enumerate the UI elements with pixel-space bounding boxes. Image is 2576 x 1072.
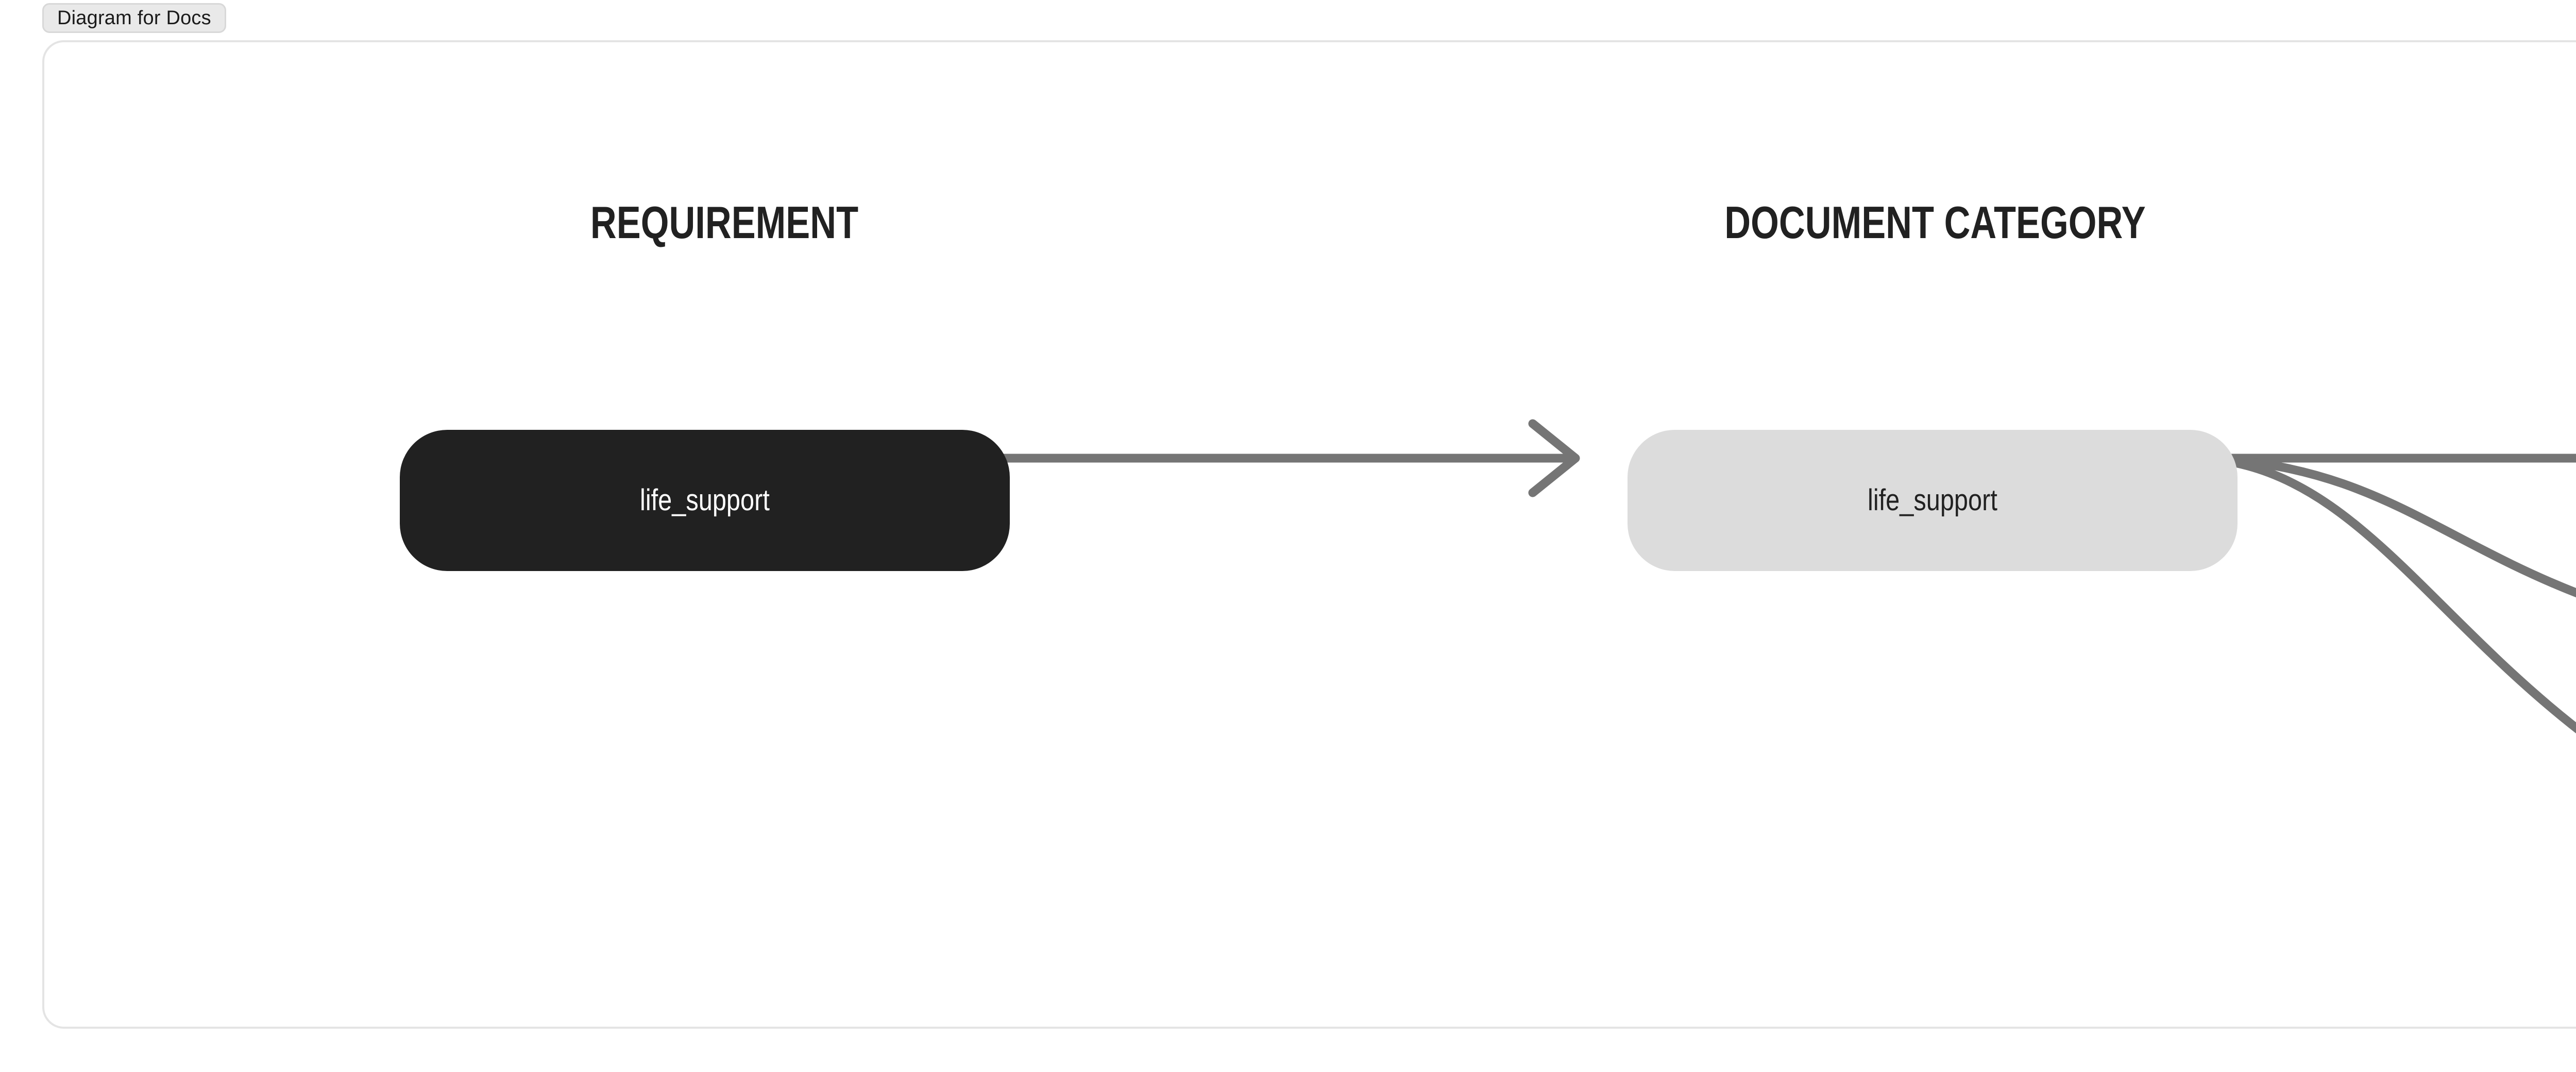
edge-category-to-bls xyxy=(2195,454,2576,598)
edge-category-to-acls xyxy=(2195,454,2576,733)
node-label: life_support xyxy=(1868,483,1997,517)
diagram-card: REQUIREMENT DOCUMENT CATEGORY DOCUMENT T… xyxy=(42,40,2576,1029)
diagram-tab-label[interactable]: Diagram for Docs xyxy=(42,3,226,33)
column-heading-requirement: REQUIREMENT xyxy=(590,197,859,248)
node-category-life-support[interactable]: life_support xyxy=(1628,430,2238,571)
node-requirement-life-support[interactable]: life_support xyxy=(400,430,1010,571)
column-heading-document-category: DOCUMENT CATEGORY xyxy=(1724,197,2146,248)
node-label: life_support xyxy=(640,483,770,517)
arrowhead-category xyxy=(1528,419,1580,497)
